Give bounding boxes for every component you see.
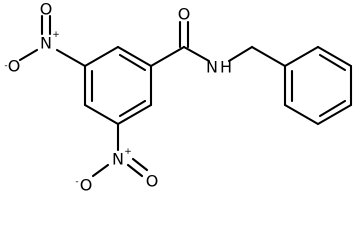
ring-b-bond	[283, 45, 320, 68]
ch2-to-phenyl-bond	[250, 45, 287, 68]
ring-a-inner-bond	[118, 99, 147, 118]
ring-b-bond	[283, 103, 320, 126]
nitro2-single-bond	[91, 163, 110, 178]
ring-b-inner-bond	[318, 53, 347, 72]
ring-b-inner-bond	[318, 99, 347, 118]
ring-to-nitro1-bond	[55, 48, 87, 68]
nitro1-nitrogen-charge: +	[52, 30, 60, 40]
ring-b-bond	[316, 45, 353, 68]
nitro1-double-oxygen-label: O	[40, 0, 53, 19]
n-to-ch2-bond	[227, 45, 254, 63]
amide-nitrogen-label: N	[206, 58, 218, 77]
nitro2-single-oxygen-label: O	[80, 176, 93, 195]
ring-a-bond	[116, 45, 153, 68]
carbonyl-oxygen-label: O	[178, 5, 191, 24]
carbonyl-to-n-bond	[182, 45, 211, 63]
nitro2-double-bond	[126, 163, 144, 178]
ring-to-carbonyl-bond	[149, 45, 186, 68]
nitro1-single-oxygen-label: O	[8, 57, 21, 76]
ring-a-inner-bond	[118, 53, 147, 72]
nitro2-nitrogen-charge: +	[124, 147, 132, 157]
nitro1-single-bond	[18, 48, 39, 62]
structure-diagram: O N H N + O O - N + O O -	[4, 0, 353, 195]
nitro1-nitrogen-label: N	[40, 34, 52, 53]
nitro2-nitrogen-label: N	[112, 150, 124, 169]
nitro2-oxygen-charge: -	[75, 177, 78, 187]
nitro2-double-oxygen-label: O	[146, 172, 159, 191]
ring-a-bond	[83, 45, 120, 68]
ring-b-bond	[316, 103, 353, 126]
bonds	[18, 14, 353, 178]
nitro1-oxygen-charge: -	[4, 61, 7, 71]
atom-labels: O N H N + O O - N + O O -	[4, 0, 232, 195]
ring-a-bond	[116, 103, 153, 126]
ring-a-bond	[83, 103, 120, 126]
nitro2-double-bond	[131, 157, 149, 172]
amide-hydrogen-label: H	[220, 58, 232, 77]
